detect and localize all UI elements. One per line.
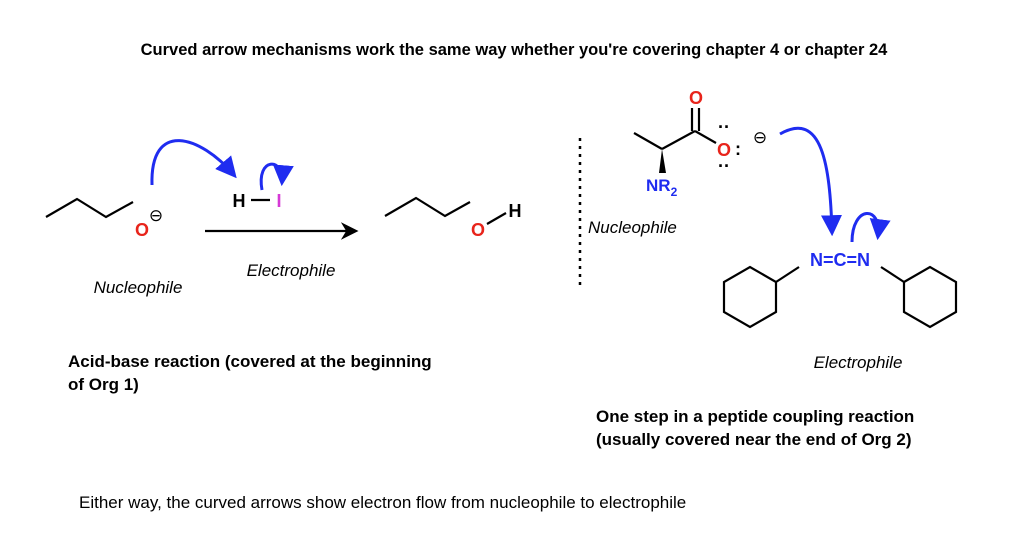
- left-electrophile-label: Electrophile: [247, 261, 336, 280]
- propoxide-chain: [45, 197, 134, 219]
- carboxylate-charge: ⊖: [753, 128, 767, 147]
- propanol-hydrogen: H: [509, 201, 522, 221]
- lone-pair-bottom: ··: [718, 156, 730, 176]
- curved-arrow-bond-to-i: [259, 162, 294, 191]
- curved-arrow-o-to-h: [150, 139, 237, 186]
- amine-group: NR2: [646, 176, 678, 199]
- carbodiimide-core: N=C=N: [810, 250, 870, 270]
- right-caption-line2: (usually covered near the end of Org 2): [596, 430, 912, 449]
- methyl-bond: [633, 132, 663, 150]
- carboxylate-oxygen: O: [717, 140, 731, 160]
- right-electrophile-label: Electrophile: [814, 353, 903, 372]
- left-caption-line2: of Org 1): [68, 375, 139, 394]
- n-cyclohexyl-left-bond: [775, 266, 800, 283]
- right-caption-line1: One step in a peptide coupling reaction: [596, 407, 914, 426]
- c-o-single-bond: [694, 130, 717, 144]
- carbonyl-oxygen: O: [689, 88, 703, 108]
- stereo-wedge: [659, 149, 666, 173]
- propanol-oxygen: O: [471, 220, 485, 240]
- lone-pair-right: :: [735, 139, 741, 159]
- cyclohexane-left: [722, 265, 778, 329]
- propanol-chain: [384, 196, 471, 218]
- cyclohexane-right: [902, 265, 958, 329]
- propoxide-charge: ⊖: [149, 206, 163, 225]
- left-panel: O ⊖ H I Nucleophile Electrophile O H Aci…: [45, 139, 522, 394]
- o-h-bond: [486, 212, 507, 225]
- page-title: Curved arrow mechanisms work the same wa…: [141, 41, 889, 59]
- hydrogen-atom: H: [233, 191, 246, 211]
- c-carbonyl-bond: [661, 130, 696, 150]
- n-cyclohexyl-right-bond: [880, 266, 905, 283]
- curved-arrow-bond-to-n: [850, 212, 891, 243]
- propoxide-oxygen: O: [135, 220, 149, 240]
- footer-summary: Either way, the curved arrows show elect…: [79, 493, 686, 512]
- iodine-atom: I: [276, 191, 281, 211]
- right-nucleophile-label: Nucleophile: [588, 218, 677, 237]
- curved-arrow-o-to-c: [779, 126, 842, 237]
- right-panel: O O ·· : ·· ⊖ NR2 Nucleophile N=C=N Elec…: [588, 88, 958, 449]
- left-nucleophile-label: Nucleophile: [94, 278, 183, 297]
- left-caption-line1: Acid-base reaction (covered at the begin…: [68, 352, 432, 371]
- lone-pair-top: ··: [718, 117, 730, 137]
